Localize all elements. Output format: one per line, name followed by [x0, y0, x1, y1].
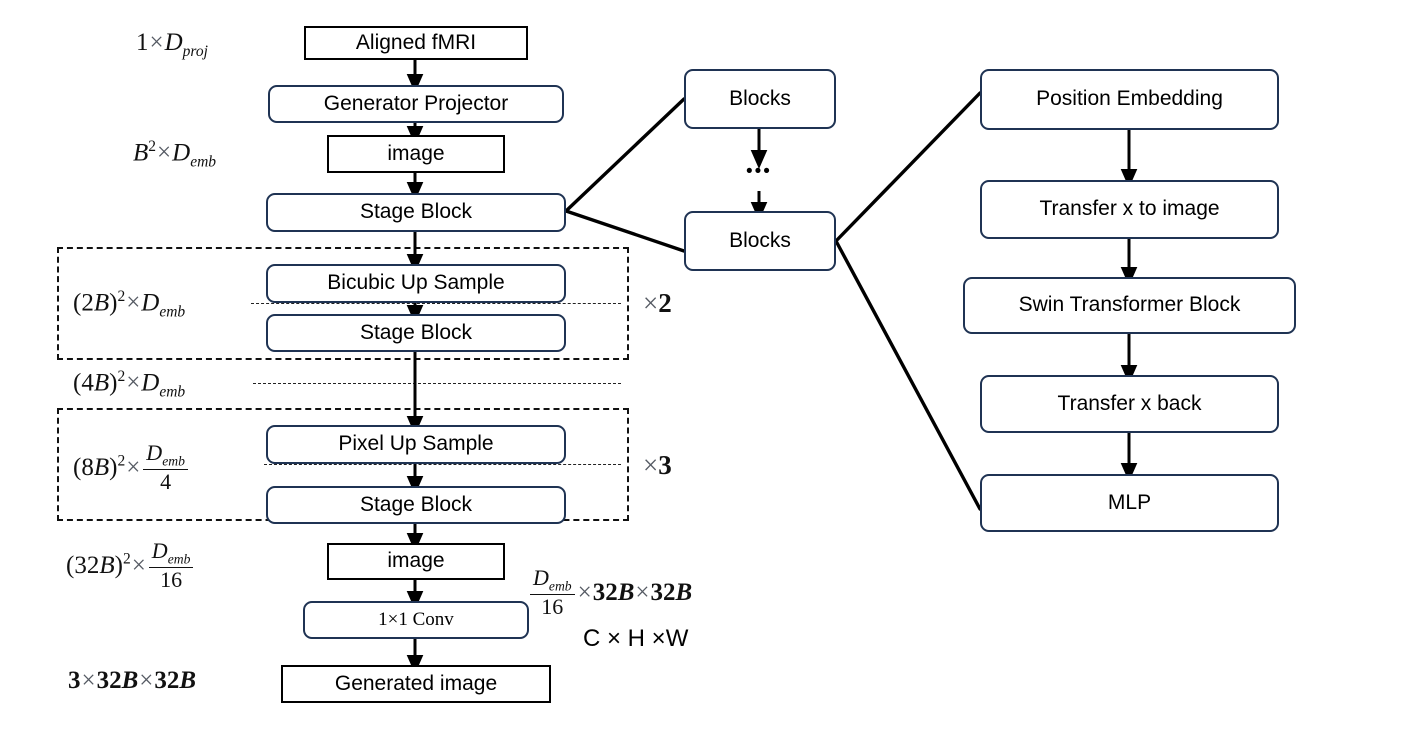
node-stage-block-2[interactable]: Stage Block [266, 314, 566, 352]
node-image-bottom[interactable]: image [327, 543, 505, 580]
node-transfer-x-back[interactable]: Transfer x back [980, 375, 1279, 433]
node-generator-projector[interactable]: Generator Projector [268, 85, 564, 123]
node-stage-block-3[interactable]: Stage Block [266, 486, 566, 524]
label-shape-3-32b-32b: 3×32B×32B [68, 667, 197, 694]
label-repeat-pixel: ×3 [643, 450, 672, 480]
label-shape-2b2-demb: (2B)2×Demb [73, 288, 186, 321]
leader-4b [253, 383, 621, 384]
node-bicubic-up-sample[interactable]: Bicubic Up Sample [266, 264, 566, 303]
node-mlp[interactable]: MLP [980, 474, 1279, 532]
node-blocks-top[interactable]: Blocks [684, 69, 836, 129]
node-blocks-bottom[interactable]: Blocks [684, 211, 836, 271]
leader-8b [264, 464, 621, 465]
node-conv-1x1[interactable]: 1×1 Conv [303, 601, 529, 639]
node-transfer-x-to-image[interactable]: Transfer x to image [980, 180, 1279, 239]
node-image-top[interactable]: image [327, 135, 505, 173]
node-generated-image[interactable]: Generated image [281, 665, 551, 703]
node-position-embedding[interactable]: Position Embedding [980, 69, 1279, 130]
label-shape-1-dproj: 1×Dproj [136, 29, 208, 60]
node-stage-block-1[interactable]: Stage Block [266, 193, 566, 232]
label-repeat-bicubic: ×2 [643, 288, 672, 318]
node-pixel-up-sample[interactable]: Pixel Up Sample [266, 425, 566, 464]
leader-2b [251, 303, 621, 304]
blocks-ellipsis: ••• [746, 161, 772, 182]
label-shape-b2-demb: B2×Demb [133, 138, 217, 171]
label-shape-4b2-demb: (4B)2×Demb [73, 368, 186, 401]
node-swin-transformer-block[interactable]: Swin Transformer Block [963, 277, 1296, 334]
label-shape-chw: C × H ×W [583, 625, 689, 652]
node-aligned-fmri[interactable]: Aligned fMRI [304, 26, 528, 60]
group-bicubic-repeat [57, 247, 629, 360]
